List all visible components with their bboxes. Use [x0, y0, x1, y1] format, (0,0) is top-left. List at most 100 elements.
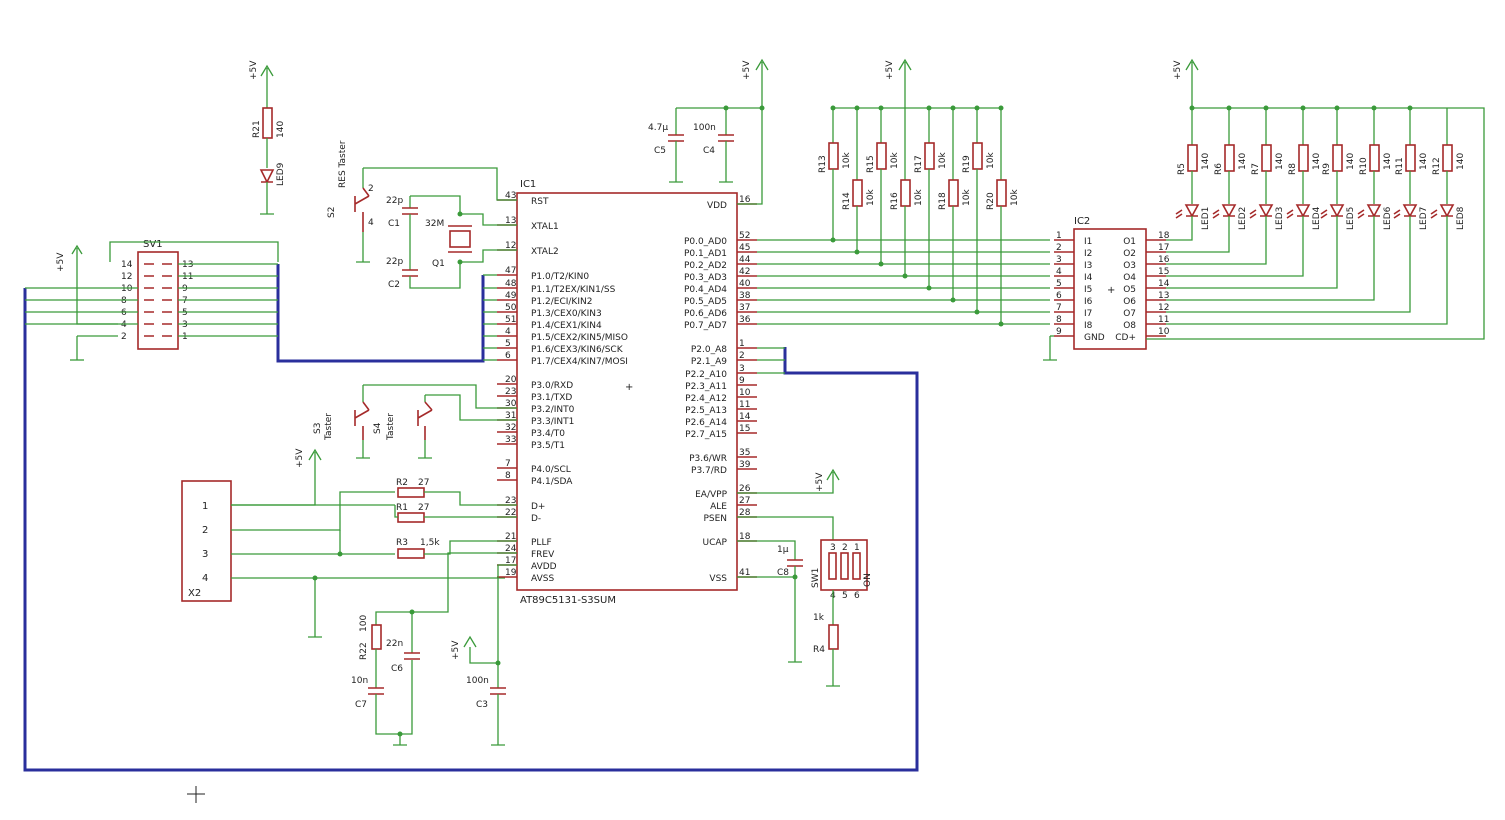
- ic2-driver: IC2 + 1I118O12I217O23I316O34I415O45I514O…: [1043, 216, 1170, 361]
- c4-val: 100n: [693, 123, 716, 133]
- ic1-pin-num: 16: [739, 195, 751, 205]
- r21-ref: R21: [252, 120, 262, 138]
- s2-val: RES Taster: [338, 140, 348, 188]
- ic1-pin-name: P3.1/TXD: [531, 393, 572, 403]
- ic1-pin-name: P1.0/T2/KIN0: [531, 272, 589, 282]
- led-res-ref: R12: [1432, 157, 1442, 175]
- ic1-pin-name: PLLF: [531, 538, 552, 548]
- sv1-pin-num: 2: [121, 332, 127, 342]
- led-label: LED1: [1201, 207, 1211, 230]
- junction: [1226, 105, 1232, 111]
- ic1-pin-num: 18: [739, 532, 751, 542]
- ic1-pin-name: P0.1_AD1: [684, 249, 727, 259]
- ic1-pin-num: 15: [739, 424, 750, 434]
- x2-pin-1: 1: [202, 501, 208, 512]
- ic1-pin-num: 3: [739, 364, 745, 374]
- led-rays: [1320, 209, 1328, 219]
- led-symbol: [1221, 204, 1237, 218]
- ic2-pin-num: 6: [1056, 291, 1062, 301]
- led-label: LED6: [1383, 206, 1393, 230]
- ic2-pin-name: I1: [1084, 237, 1092, 247]
- ic1-pin-num: 41: [739, 568, 750, 578]
- led-res-val: 140: [1456, 153, 1466, 170]
- ic1-pin-num: 13: [505, 216, 516, 226]
- r21-val: 140: [276, 121, 286, 138]
- sv1-pin-num: 5: [182, 308, 188, 318]
- ic1-pin-name: P3.7/RD: [691, 466, 727, 476]
- ic1-pin-name: P0.2_AD2: [684, 261, 727, 271]
- led-label: LED2: [1238, 207, 1248, 230]
- led-rays: [1249, 209, 1257, 219]
- ic2-pin-num: 5: [1056, 279, 1062, 289]
- ic1-pin-num: 21: [505, 532, 516, 542]
- led-res-val: 140: [1275, 153, 1285, 170]
- ic1-pin-name: P0.3_AD3: [684, 273, 727, 283]
- ic1-pin-name: P2.0_A8: [691, 345, 727, 355]
- ic1-pin-name: P0.0_AD0: [684, 237, 727, 247]
- vdd-power-label: +5V: [742, 60, 752, 80]
- led-rays: [1357, 209, 1365, 219]
- c5-ref: C5: [654, 146, 666, 156]
- junction: [974, 105, 980, 111]
- ic1-pin-num: 20: [505, 375, 517, 385]
- ic1-pin-name: VDD: [707, 201, 727, 211]
- svg-text:+: +: [625, 382, 633, 393]
- ic1-pin-num: 7: [505, 459, 511, 469]
- led9-group: +5V R21 140 LED9: [249, 60, 286, 215]
- sv1-pin-num: 14: [121, 260, 133, 270]
- c1-ref: C1: [388, 219, 400, 229]
- ic1-pin-num: 39: [739, 460, 751, 470]
- sw1-ref: SW1: [811, 568, 821, 588]
- c6-val: 22n: [386, 639, 403, 649]
- pullup-ref: R17: [914, 155, 924, 173]
- ic1-pin-num: 37: [739, 303, 750, 313]
- ic1-pin-name: P3.0/RXD: [531, 381, 573, 391]
- led9-label: LED9: [276, 162, 286, 186]
- ic2-pin-name: I4: [1084, 273, 1093, 283]
- pullup-body: [828, 142, 839, 170]
- led-rays: [1212, 209, 1220, 219]
- led-symbol: [1402, 204, 1418, 218]
- ic2-pin-num: 18: [1158, 231, 1170, 241]
- led9-power-label: +5V: [249, 60, 259, 80]
- sv1-pin-num: 1: [182, 332, 188, 342]
- r4-val: 1k: [813, 613, 825, 623]
- junction: [998, 321, 1004, 327]
- ic1-pin-num: 11: [739, 400, 750, 410]
- svg-text:+: +: [1107, 285, 1115, 296]
- ic2-pin-name: I7: [1084, 309, 1092, 319]
- led-res-ref: R9: [1322, 163, 1332, 175]
- ic1-pin-name: P3.6/WR: [689, 454, 727, 464]
- ic2-pin-name: I5: [1084, 285, 1092, 295]
- led-wire: [1166, 216, 1411, 313]
- led-wire: [1166, 216, 1267, 265]
- vdd-caps: +5V 4.7µ C5 100n C4: [648, 58, 769, 205]
- led-res-val: 140: [1312, 153, 1322, 170]
- s3-s4-switches: S3 Taster S4 Taster: [313, 384, 517, 459]
- pullup-body: [948, 179, 959, 207]
- ic1-pin-name: PSEN: [703, 514, 727, 524]
- ic1-pin-name: D+: [531, 502, 545, 512]
- r4-ref: R4: [813, 645, 825, 655]
- led-symbol: [1184, 204, 1200, 218]
- led-res-val: 140: [1346, 153, 1356, 170]
- sv1-pin-num: 6: [121, 308, 127, 318]
- led-label: LED5: [1346, 207, 1356, 230]
- r22-val: 100: [359, 615, 369, 632]
- led-res-val: 140: [1201, 153, 1211, 170]
- ic1-pin-name: ALE: [710, 502, 727, 512]
- pullup-ref: R16: [890, 192, 900, 210]
- ic1-pin-num: 12: [505, 241, 516, 251]
- sv1-pin-num: 12: [121, 272, 132, 282]
- sv1-pin-num: 13: [182, 260, 193, 270]
- ic1-pin-name: P0.7_AD7: [684, 321, 727, 331]
- c1-val: 22p: [386, 196, 403, 206]
- ic2-pin-name: I8: [1084, 321, 1093, 331]
- led-resistor: [1369, 144, 1380, 172]
- led-wire: [1166, 216, 1375, 301]
- sv1-pin-num: 4: [121, 320, 127, 330]
- ic1-pin-name: P2.2_A10: [685, 370, 727, 380]
- sv1-pin-num: 10: [121, 284, 133, 294]
- pullup-val: 10k: [842, 152, 852, 169]
